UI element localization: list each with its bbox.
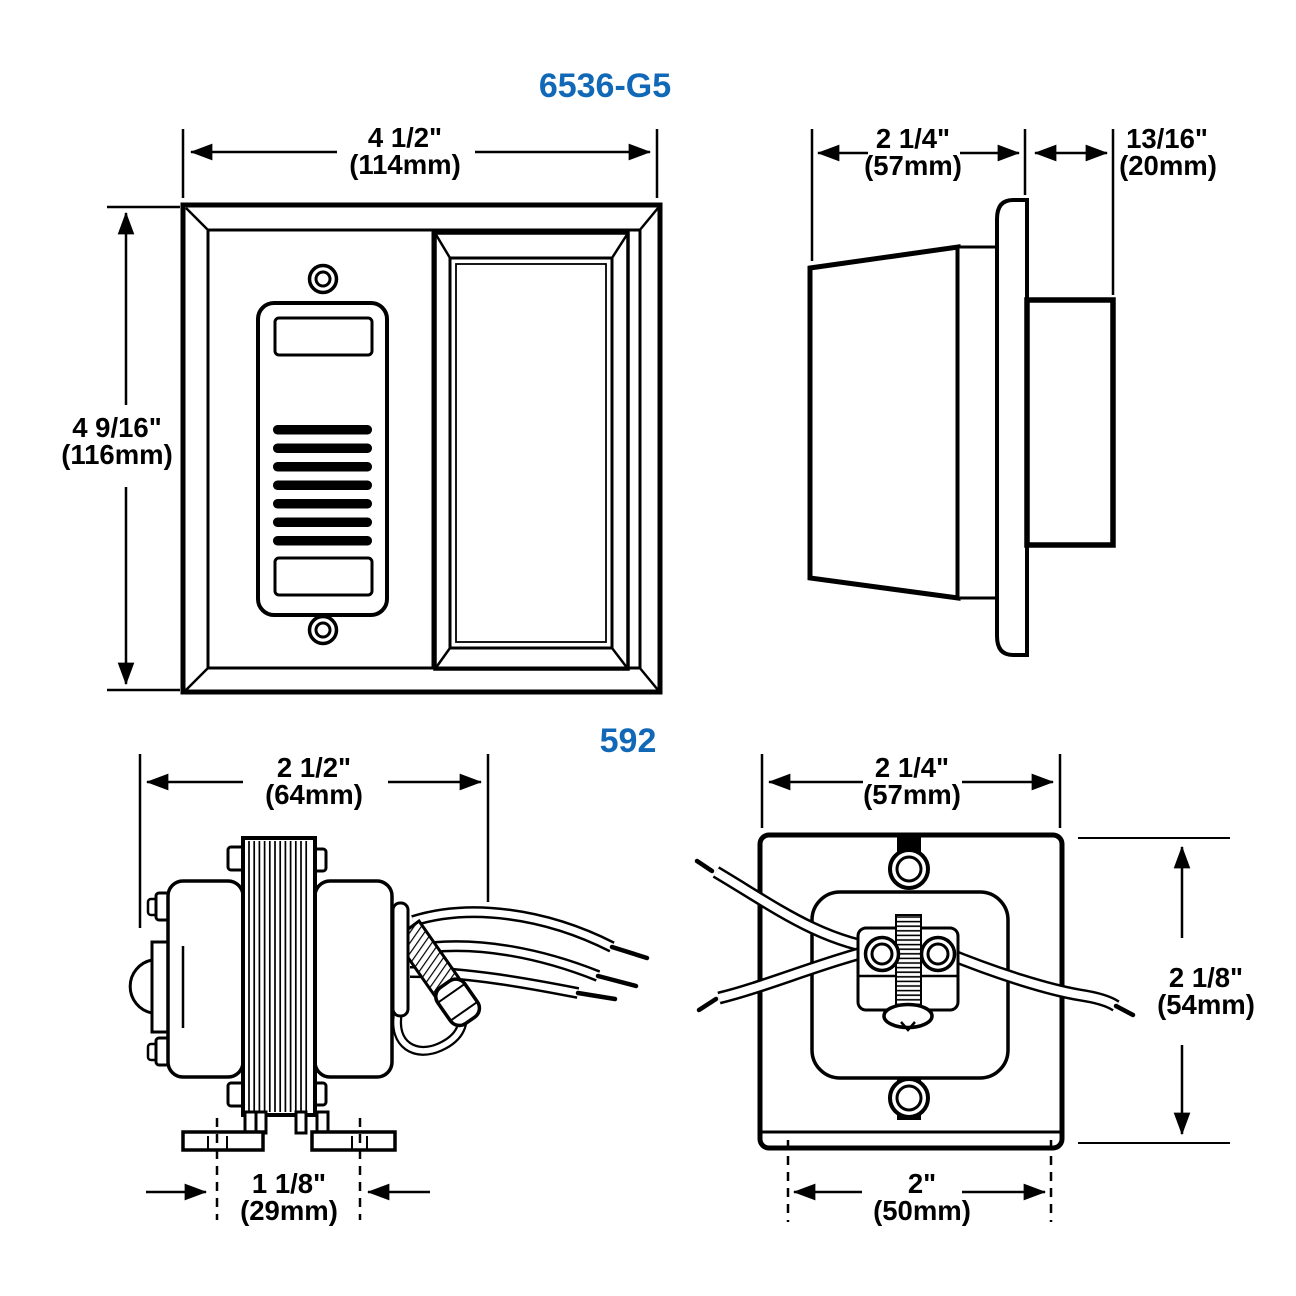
dimension-annotations: 4 1/2" (114mm) 4 9/16" (116mm) 2 1/4" (5…	[61, 122, 1255, 1226]
panel-depth-inches-label: 2 1/4"	[876, 123, 950, 154]
panel-width-metric-label: (114mm)	[349, 149, 461, 180]
transformer-hole-spacing-inches-label: 2"	[908, 1168, 936, 1199]
door-station-front-view	[180, 202, 663, 695]
panel-protrusion-metric-label: (20mm)	[1119, 150, 1217, 181]
model-labels: 6536-G5 592	[539, 67, 671, 760]
panel-depth-metric-label: (57mm)	[864, 150, 962, 181]
transformer-side-view	[128, 836, 650, 1152]
terminal-left	[863, 935, 901, 973]
transformer-hole-spacing-metric-label: (50mm)	[873, 1195, 971, 1226]
conduit-nut	[434, 977, 482, 1028]
mounting-feet	[181, 1110, 397, 1152]
panel-height-inches-label: 4 9/16"	[72, 412, 162, 443]
conduit-fitting	[391, 901, 482, 1028]
transformer-plate-height-metric-label: (54mm)	[1157, 989, 1255, 1020]
transformer-front-view	[694, 832, 1136, 1151]
terminal-right	[919, 935, 957, 973]
transformer-plate-width-inches-label: 2 1/4"	[875, 752, 949, 783]
laminated-core	[241, 836, 317, 1117]
back-box	[1024, 297, 1116, 548]
call-button-window	[273, 316, 374, 357]
coil-body-left	[166, 879, 245, 1079]
lead-wires-front	[694, 858, 1136, 1018]
blank-door-panel	[433, 231, 630, 671]
coil-body-right	[313, 879, 394, 1079]
transformer-foot-spacing-metric-label: (29mm)	[240, 1195, 338, 1226]
speaker-grille	[273, 425, 372, 546]
panel-height-metric-label: (116mm)	[61, 439, 173, 470]
transformer-width-metric-label: (64mm)	[265, 779, 363, 810]
speaker-insert	[256, 263, 389, 646]
transformer-plate-height-inches-label: 2 1/8"	[1169, 962, 1243, 993]
panel-protrusion-inches-label: 13/16"	[1126, 123, 1208, 154]
lower-button-window	[273, 556, 374, 597]
panel-width-inches-label: 4 1/2"	[368, 122, 442, 153]
door-station-side-view	[807, 198, 1116, 657]
transformer-model-label: 592	[600, 722, 657, 760]
transformer-plate-width-metric-label: (57mm)	[863, 779, 961, 810]
terminal-screw-head	[882, 1002, 934, 1030]
wall-flange	[995, 198, 1029, 657]
door-station-model-label: 6536-G5	[539, 67, 671, 105]
threaded-stud	[895, 914, 922, 1011]
transformer-width-inches-label: 2 1/2"	[277, 752, 351, 783]
screw-icon	[307, 263, 339, 295]
transformer-foot-spacing-inches-label: 1 1/8"	[252, 1168, 326, 1199]
terminal-block	[856, 914, 960, 1032]
